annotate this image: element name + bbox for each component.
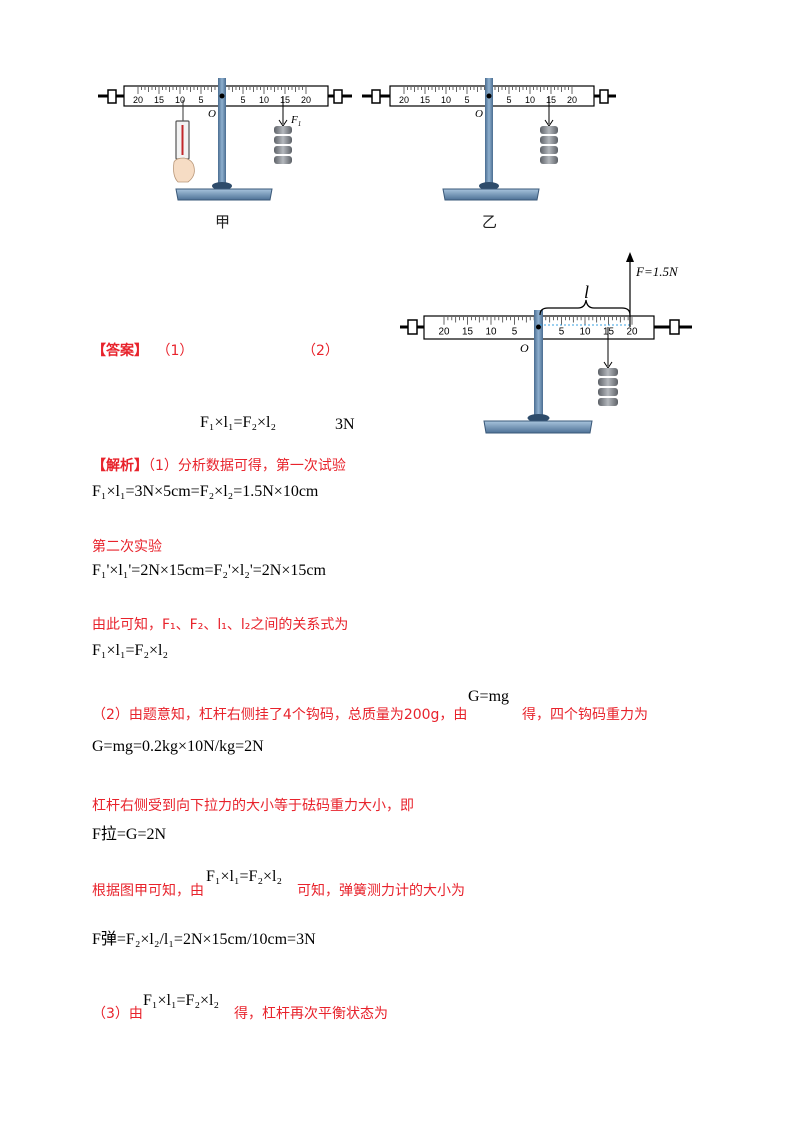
equation-3: F₁×l₁=F₂×l₂	[92, 642, 169, 659]
ruler-tick-label: 20	[133, 95, 143, 105]
figure-jia: 201510505101520 O F1	[98, 78, 352, 201]
ruler-tick-label: 5	[506, 95, 511, 105]
caption-yi: 乙	[482, 213, 498, 231]
line4-formula: G=mg	[468, 688, 510, 705]
answer-formula: F₁×l₁=F₂×l₂	[200, 414, 277, 431]
ruler-tick-label: 5	[512, 327, 518, 338]
ruler-tick-label: 20	[627, 327, 638, 338]
origin-label-yi: O	[475, 108, 483, 120]
caption-jia: 甲	[215, 213, 231, 231]
figure-yi: 201510505101520 O	[362, 78, 616, 201]
analysis-line5: 杠杆右侧受到向下拉力的大小等于砝码重力大小，即	[92, 798, 414, 814]
weights-jia	[274, 96, 292, 164]
force-label-answer: F=1.5N	[635, 264, 679, 279]
answer-part1: （1）	[156, 343, 194, 359]
ruler-tick-label: 15	[420, 95, 430, 105]
equation-5: F拉=G=2N	[92, 826, 167, 843]
origin-label-jia: O	[208, 108, 216, 120]
answer-label: 【答案】	[92, 343, 148, 359]
ruler-tick-label: 10	[486, 327, 497, 338]
ruler-tick-label: 15	[546, 95, 556, 105]
line6-formula: F₁×l₁=F₂×l₂	[206, 868, 283, 885]
analysis-line1: （1）分析数据可得，第一次试验	[148, 458, 346, 474]
ruler-ticks-answer: 201510505101520	[439, 317, 638, 338]
ruler-tick-label: 20	[439, 327, 450, 338]
line7-formula: F₁×l₁=F₂×l₂	[143, 992, 220, 1009]
analysis-line6a: 根据图甲可知，由	[92, 883, 204, 899]
analysis-line6b: 可知，弹簧测力计的大小为	[297, 883, 465, 899]
ruler-tick-label: 15	[280, 95, 290, 105]
ruler-tick-label: 5	[559, 327, 565, 338]
ruler-tick-label: 10	[441, 95, 451, 105]
analysis-line7b: 得，杠杆再次平衡状态为	[234, 1006, 388, 1022]
analysis-line2: 第二次实验	[92, 539, 162, 555]
ruler-tick-label: 10	[525, 95, 535, 105]
equation-2: F₁'×l₁'=2N×15cm=F₂'×l₂'=2N×15cm	[92, 562, 326, 579]
analysis-line4a: （2）由题意知，杠杆右侧挂了4个钩码，总质量为200g，由	[92, 707, 468, 723]
analysis-line4b: 得，四个钩码重力为	[522, 707, 648, 723]
svg-text:F1: F1	[290, 114, 301, 128]
origin-label-answer: O	[520, 341, 529, 355]
ruler-tick-label: 10	[580, 327, 591, 338]
ruler-tick-label: 5	[464, 95, 469, 105]
ruler-tick-label: 20	[301, 95, 311, 105]
equation-1: F₁×l₁=3N×5cm=F₂×l₂=1.5N×10cm	[92, 483, 319, 500]
ruler-tick-label: 10	[259, 95, 269, 105]
equation-6: F弹=F₂×l₂/l₁=2N×15cm/10cm=3N	[92, 931, 316, 948]
ruler-tick-label: 10	[175, 95, 185, 105]
lever-figures: 201510505101520 O F1 201510505101520	[98, 78, 692, 434]
analysis-line7a: （3）由	[92, 1006, 143, 1022]
length-label: l	[584, 282, 589, 302]
analysis-label: 【解析】	[92, 458, 148, 474]
ruler-tick-label: 20	[399, 95, 409, 105]
answer-row: 【答案】 （1）	[92, 340, 193, 360]
force-label-f1: F	[290, 114, 298, 126]
ruler-tick-label: 15	[154, 95, 164, 105]
figure-answer: 201510505101520 O l F=1.5N	[400, 252, 692, 434]
ruler-tick-label: 15	[603, 327, 614, 338]
answer-value: 3N	[335, 416, 355, 433]
ruler-tick-label: 5	[198, 95, 203, 105]
analysis-line3: 由此可知，F₁、F₂、l₁、l₂之间的关系式为	[92, 617, 349, 633]
ruler-tick-label: 15	[462, 327, 473, 338]
ruler-tick-label: 20	[567, 95, 577, 105]
spring-scale	[173, 100, 195, 183]
ruler-tick-label: 5	[240, 95, 245, 105]
equation-4: G=mg=0.2kg×10N/kg=2N	[92, 738, 264, 755]
analysis-line1-row: 【解析】（1）分析数据可得，第一次试验	[92, 455, 346, 475]
weights-yi	[540, 96, 558, 164]
answer-part2: （2）	[302, 343, 339, 359]
weights-answer	[598, 327, 618, 406]
force-sub-f1: 1	[298, 120, 302, 128]
